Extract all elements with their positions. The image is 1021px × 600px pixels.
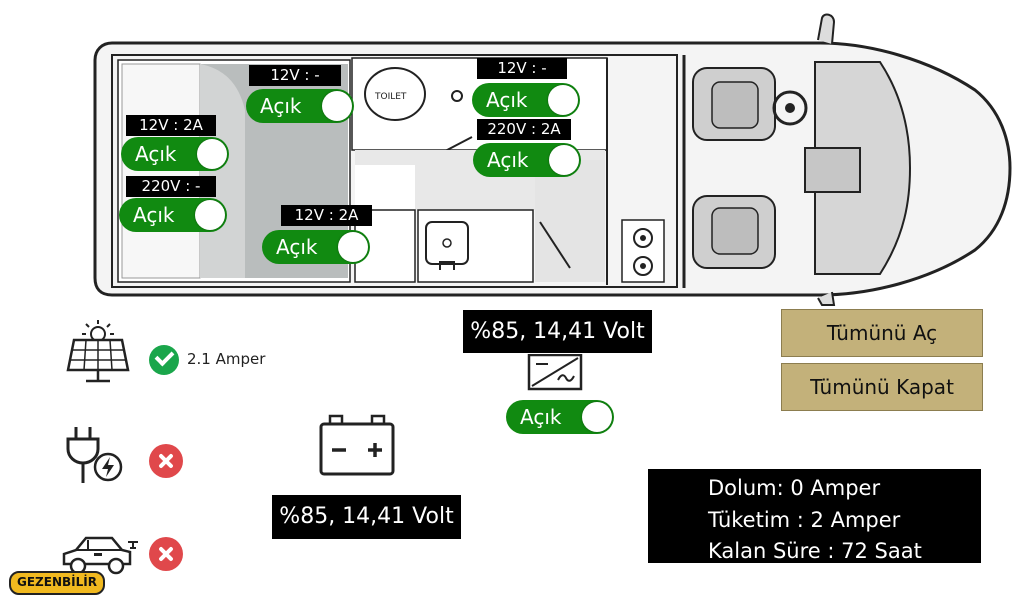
bedroom-top-12v-tag: 12V : 2A: [126, 115, 216, 136]
toggle-label: Açık: [486, 88, 528, 112]
shore-power-plug-icon: [66, 427, 123, 483]
toggle-label: Açık: [260, 94, 302, 118]
toggle-knob: [582, 402, 612, 432]
inverter-reading: %85, 14,41 Volt: [463, 310, 652, 353]
shore-power-error-icon: [149, 444, 183, 478]
all-on-button[interactable]: Tümünü Aç: [781, 309, 983, 357]
middle-12v-toggle[interactable]: Açık: [262, 230, 370, 264]
kitchen-220v-toggle[interactable]: Açık: [473, 143, 581, 177]
all-off-button[interactable]: Tümünü Kapat: [781, 363, 983, 411]
remaining-time: Kalan Süre : 72 Saat: [708, 539, 922, 563]
solar-value: 2.1 Amper: [187, 350, 266, 368]
bedroom-bottom-220v-tag: 220V : -: [126, 176, 216, 197]
toggle-label: Açık: [487, 148, 529, 172]
toggle-knob: [197, 139, 227, 169]
inverter-toggle[interactable]: Açık: [506, 400, 614, 434]
charging-current: Dolum: 0 Amper: [708, 476, 881, 500]
kitchen-12v-tag: 12V : -: [477, 58, 567, 79]
battery-icon: [319, 414, 395, 476]
logo-text: GEZENBİLİR: [17, 575, 97, 589]
kitchen-220v-tag: 220V : 2A: [477, 119, 571, 140]
toggle-knob: [195, 200, 225, 230]
solar-ok-icon: [149, 345, 179, 375]
toggle-knob: [322, 91, 352, 121]
bedroom-bottom-220v-toggle[interactable]: Açık: [119, 198, 227, 232]
kitchen-12v-toggle[interactable]: Açık: [472, 83, 580, 117]
toggle-knob: [338, 232, 368, 262]
consumption-current: Tüketim : 2 Amper: [708, 507, 901, 532]
bath-12v-tag: 12V : -: [249, 65, 341, 86]
battery-reading: %85, 14,41 Volt: [272, 495, 461, 539]
bath-12v-toggle[interactable]: Açık: [246, 89, 354, 123]
toilet-label: TOILET: [374, 92, 407, 102]
status-panel: Dolum: 0 Amper Tüketim : 2 Amper Kalan S…: [648, 469, 981, 563]
solar-panel-icon: [66, 320, 130, 383]
toggle-label: Açık: [135, 142, 177, 166]
toggle-knob: [548, 85, 578, 115]
inverter-icon: [527, 354, 583, 391]
bedroom-top-12v-toggle[interactable]: Açık: [121, 137, 229, 171]
toggle-label: Açık: [276, 235, 318, 259]
toggle-label: Açık: [133, 203, 175, 227]
vehicle-charge-icon: [62, 536, 138, 575]
toggle-label: Açık: [520, 405, 562, 429]
middle-12v-tag: 12V : 2A: [281, 205, 372, 226]
toggle-knob: [549, 145, 579, 175]
logo: GEZENBİLİR: [9, 571, 105, 595]
vehicle-charge-error-icon: [149, 537, 183, 571]
